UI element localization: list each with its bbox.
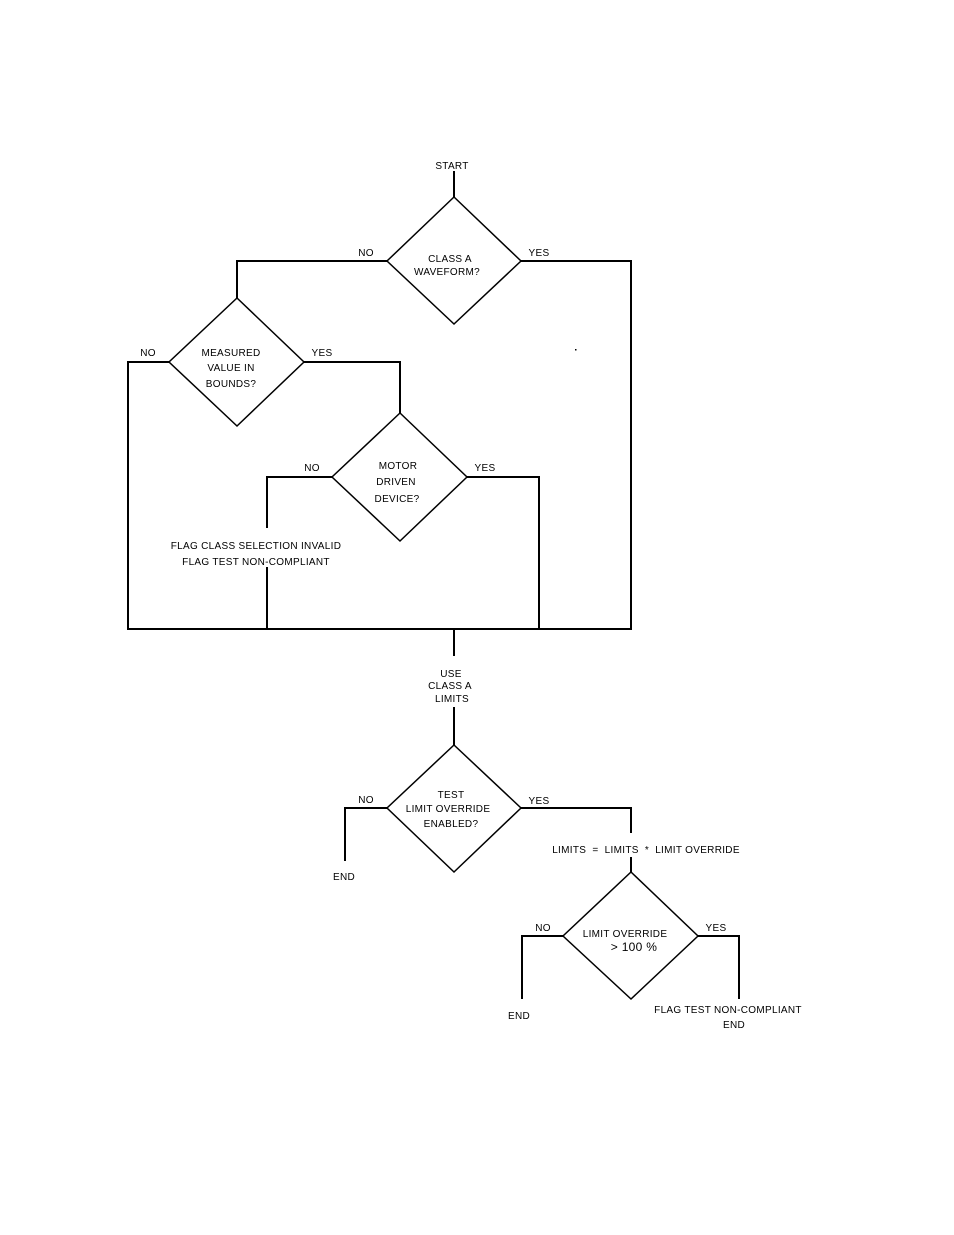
limits-formula: LIMITS = LIMITS * LIMIT OVERRIDE <box>552 845 740 856</box>
connector-d3-no <box>266 476 333 528</box>
d2-text-line3: BOUNDS? <box>206 379 257 390</box>
d1-text-line2: WAVEFORM? <box>414 267 480 278</box>
d5-text-line1: LIMIT OVERRIDE <box>583 929 668 940</box>
connector-d2-yes <box>303 361 401 414</box>
d3-text-line1: MOTOR <box>379 461 418 472</box>
flag-invalid-line2: FLAG TEST NON-COMPLIANT <box>182 557 330 568</box>
d2-text-line2: VALUE IN <box>207 363 254 374</box>
use-limits-line3: LIMITS <box>435 694 469 705</box>
decision-motor-driven-device <box>330 411 469 543</box>
use-limits-line1: USE <box>440 669 461 680</box>
flag-noncompliant-line1: FLAG TEST NON-COMPLIANT <box>654 1005 802 1016</box>
start-label: START <box>435 161 468 172</box>
d2-yes-label: YES <box>312 348 333 359</box>
decision-measured-value-in-bounds <box>167 296 306 428</box>
connector-d3-yes <box>466 476 540 630</box>
d5-end-label: END <box>508 1011 530 1022</box>
d4-text-line3: ENABLED? <box>424 819 479 830</box>
d4-text-line1: TEST <box>438 790 465 801</box>
d1-text-line1: CLASS A <box>428 254 472 265</box>
d1-no-label: NO <box>358 248 374 259</box>
d5-text-line2: > 100 % <box>611 940 657 954</box>
d4-no-label: NO <box>358 795 374 806</box>
d3-no-label: NO <box>304 463 320 474</box>
decision-class-a-waveform <box>385 195 523 326</box>
flag-invalid-line1: FLAG CLASS SELECTION INVALID <box>171 541 342 552</box>
flag-noncompliant-line2: END <box>723 1020 745 1031</box>
connector-d1-yes <box>520 260 632 630</box>
d2-no-label: NO <box>140 348 156 359</box>
d4-yes-label: YES <box>529 796 550 807</box>
decision-limit-override-gt-100 <box>561 870 700 1001</box>
use-limits-line2: CLASS A <box>428 681 472 692</box>
connector-d4-no <box>344 807 388 861</box>
d1-yes-label: YES <box>529 248 550 259</box>
stray-dot <box>575 349 577 351</box>
connector-d2-no <box>127 361 170 630</box>
d5-no-label: NO <box>535 923 551 934</box>
d3-yes-label: YES <box>475 463 496 474</box>
connector-d5-no <box>521 935 564 999</box>
connector-d1-no <box>236 260 388 299</box>
d4-end-label: END <box>333 872 355 883</box>
d5-yes-label: YES <box>706 923 727 934</box>
d3-text-line2: DRIVEN <box>376 477 416 488</box>
d4-text-line2: LIMIT OVERRIDE <box>406 804 491 815</box>
connector-d4-yes <box>520 807 632 833</box>
connector-d5-yes <box>697 935 740 999</box>
d2-text-line1: MEASURED <box>201 348 260 359</box>
decision-limit-override-enabled <box>385 743 523 874</box>
d3-text-line3: DEVICE? <box>375 494 420 505</box>
